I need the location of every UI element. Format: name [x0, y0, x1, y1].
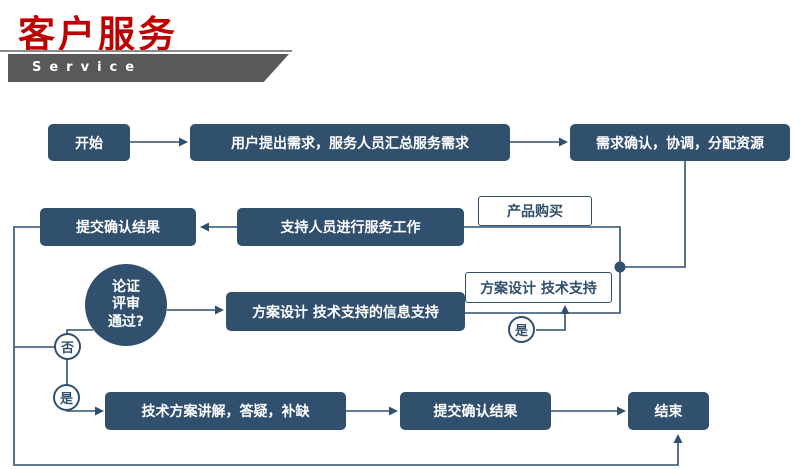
node-submit-result-1: 提交确认结果 [40, 208, 196, 246]
title-divider [0, 50, 292, 52]
node-support-work: 支持人员进行服务工作 [237, 208, 464, 246]
node-start: 开始 [48, 124, 130, 161]
service-banner-label: Service [32, 60, 143, 75]
label-product-purchase: 产品购买 [478, 196, 592, 226]
node-explain-qa: 技术方案讲解，答疑，补缺 [105, 392, 346, 430]
node-collect-requirements: 用户提出需求，服务人员汇总服务需求 [190, 124, 510, 161]
node-submit-result-2: 提交确认结果 [400, 392, 551, 430]
junction-dot [614, 261, 626, 273]
service-banner: Service [8, 54, 289, 82]
node-confirm-allocate: 需求确认，协调，分配资源 [570, 124, 790, 161]
page-title: 客户服务 [18, 13, 178, 56]
gate-no: 否 [54, 333, 81, 360]
gate-yes-left: 是 [53, 384, 80, 411]
gate-yes-right: 是 [508, 316, 535, 343]
node-end: 结束 [628, 392, 709, 430]
node-review-decision: 论证 评审 通过? [85, 264, 167, 346]
node-design-info-support: 方案设计 技术支持的信息支持 [226, 292, 465, 331]
label-design-support: 方案设计 技术支持 [465, 272, 612, 303]
